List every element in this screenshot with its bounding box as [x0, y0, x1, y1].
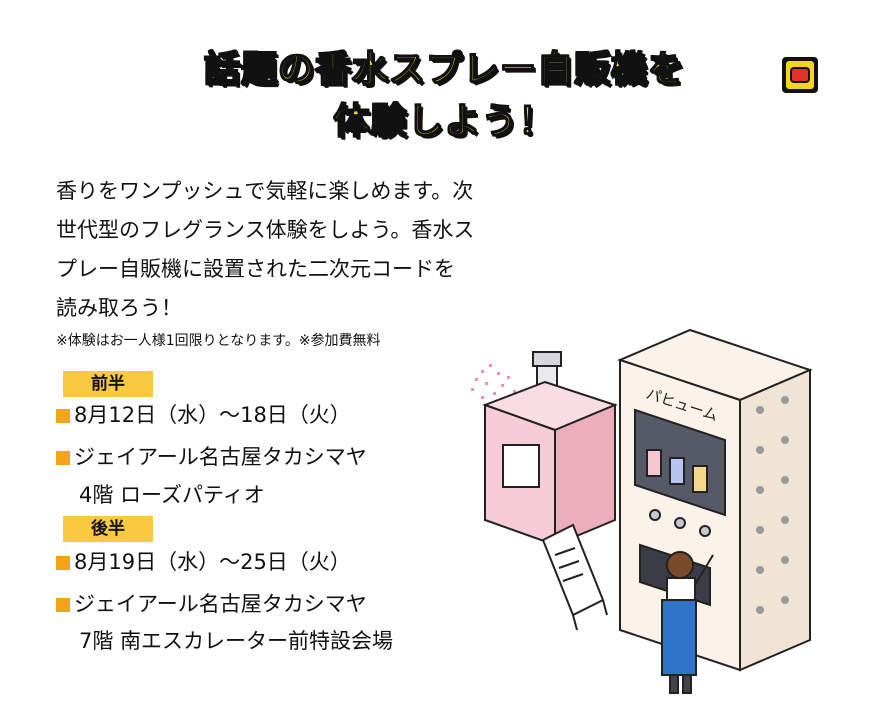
- speech-bubble-badge-icon: [782, 57, 818, 93]
- intro-line-3: プレー自販機に設置された二次元コードを: [56, 257, 455, 281]
- perfume-bottle: [482, 351, 618, 547]
- second-half-venue: ジェイアール名古屋タカシマヤ: [56, 587, 367, 621]
- intro-line-1: 香りをワンプッシュで気軽に楽しめます。次: [56, 179, 474, 203]
- bullet-square-icon: [56, 556, 70, 570]
- title-line-1: 話題の香水スプレー自販機を: [203, 48, 685, 91]
- bullet-square-icon: [56, 451, 70, 465]
- vending-machine-illustration: パヒューム: [471, 328, 813, 694]
- bullet-square-icon: [56, 598, 70, 612]
- note-text: ※体験はお一人様1回限りとなります。※参加費無料: [56, 333, 381, 349]
- second-half-floor: 7階 南エスカレーター前特設会場: [79, 629, 394, 653]
- person: [661, 551, 714, 694]
- sign-stand: [541, 523, 608, 631]
- first-half-venue-text: ジェイアール名古屋タカシマヤ: [74, 445, 367, 469]
- second-half-venue-text: ジェイアール名古屋タカシマヤ: [74, 592, 367, 616]
- page-title: 話題の香水スプレー自販機を 体験しよう！: [0, 44, 889, 148]
- intro-line-2: 世代型のフレグランス体験をしよう。香水ス: [56, 218, 475, 242]
- first-half-venue: ジェイアール名古屋タカシマヤ: [56, 440, 367, 474]
- first-half-label: 前半: [63, 371, 153, 397]
- title-line-2: 体験しよう！: [333, 100, 556, 143]
- first-half-floor: 4階 ローズパティオ: [79, 483, 265, 507]
- second-half-date: 8月19日（水）～25日（火）: [56, 545, 351, 579]
- vending-machine: [617, 328, 813, 672]
- first-half-date-text: 8月12日（水）～18日（火）: [74, 403, 351, 427]
- bullet-square-icon: [56, 409, 70, 423]
- intro-line-4: 読み取ろう！: [56, 296, 182, 320]
- second-half-label: 後半: [63, 516, 153, 542]
- second-half-date-text: 8月19日（水）～25日（火）: [74, 550, 351, 574]
- intro-text: 香りをワンプッシュで気軽に楽しめます。次 世代型のフレグランス体験をしよう。香水…: [56, 172, 506, 328]
- first-half-date: 8月12日（水）～18日（火）: [56, 398, 351, 432]
